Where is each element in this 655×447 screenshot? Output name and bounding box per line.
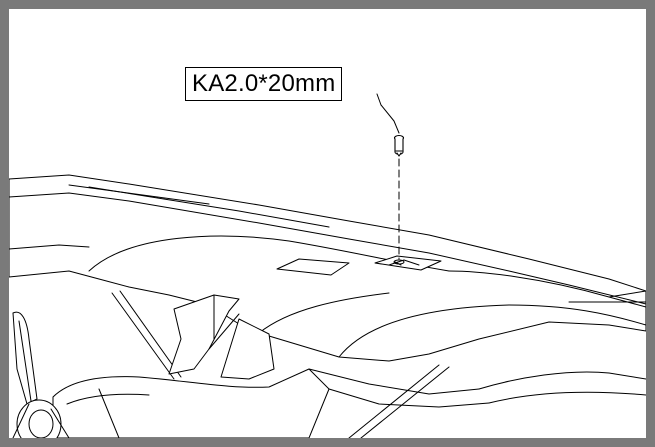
fuselage <box>52 294 646 438</box>
part-callout-label: KA2.0*20mm <box>185 67 343 101</box>
screw-icon <box>393 134 405 157</box>
wing-hatch <box>276 255 442 276</box>
propeller <box>12 311 70 438</box>
wing-strut-left <box>111 290 182 380</box>
callout-leader-line <box>376 93 400 134</box>
screw-hole <box>393 259 405 265</box>
wing-assembly-drawing <box>9 93 646 438</box>
